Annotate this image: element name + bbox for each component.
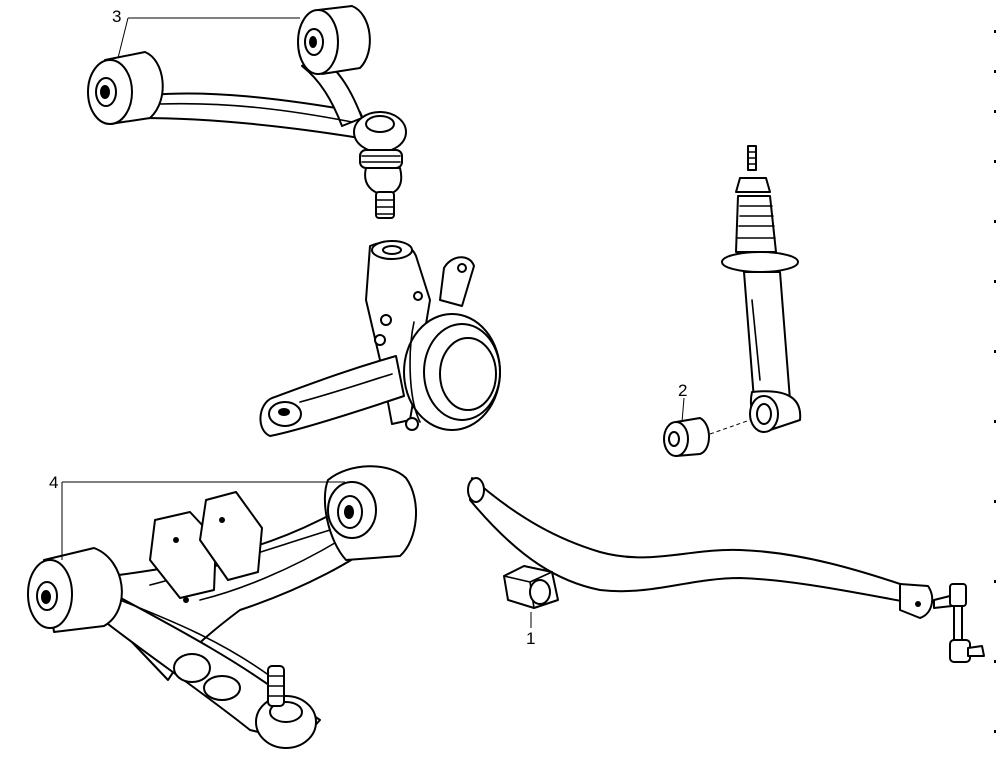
callout-3: 3 — [112, 7, 122, 26]
lower-control-arm — [27, 465, 417, 749]
shock-absorber-bushing — [663, 417, 751, 457]
leader-3 — [117, 17, 300, 59]
callout-4: 4 — [49, 473, 59, 492]
stabilizer-bar — [467, 477, 985, 663]
shock-absorber — [721, 145, 802, 433]
leader-4 — [61, 481, 345, 560]
callout-2: 2 — [678, 381, 688, 400]
edge-scan-marks — [994, 30, 996, 733]
callout-leaders — [61, 17, 685, 628]
callout-1: 1 — [526, 629, 536, 648]
steering-knuckle — [259, 240, 501, 437]
upper-control-arm — [87, 5, 407, 219]
stabilizer-bushing — [503, 565, 559, 609]
leader-2 — [681, 397, 685, 423]
